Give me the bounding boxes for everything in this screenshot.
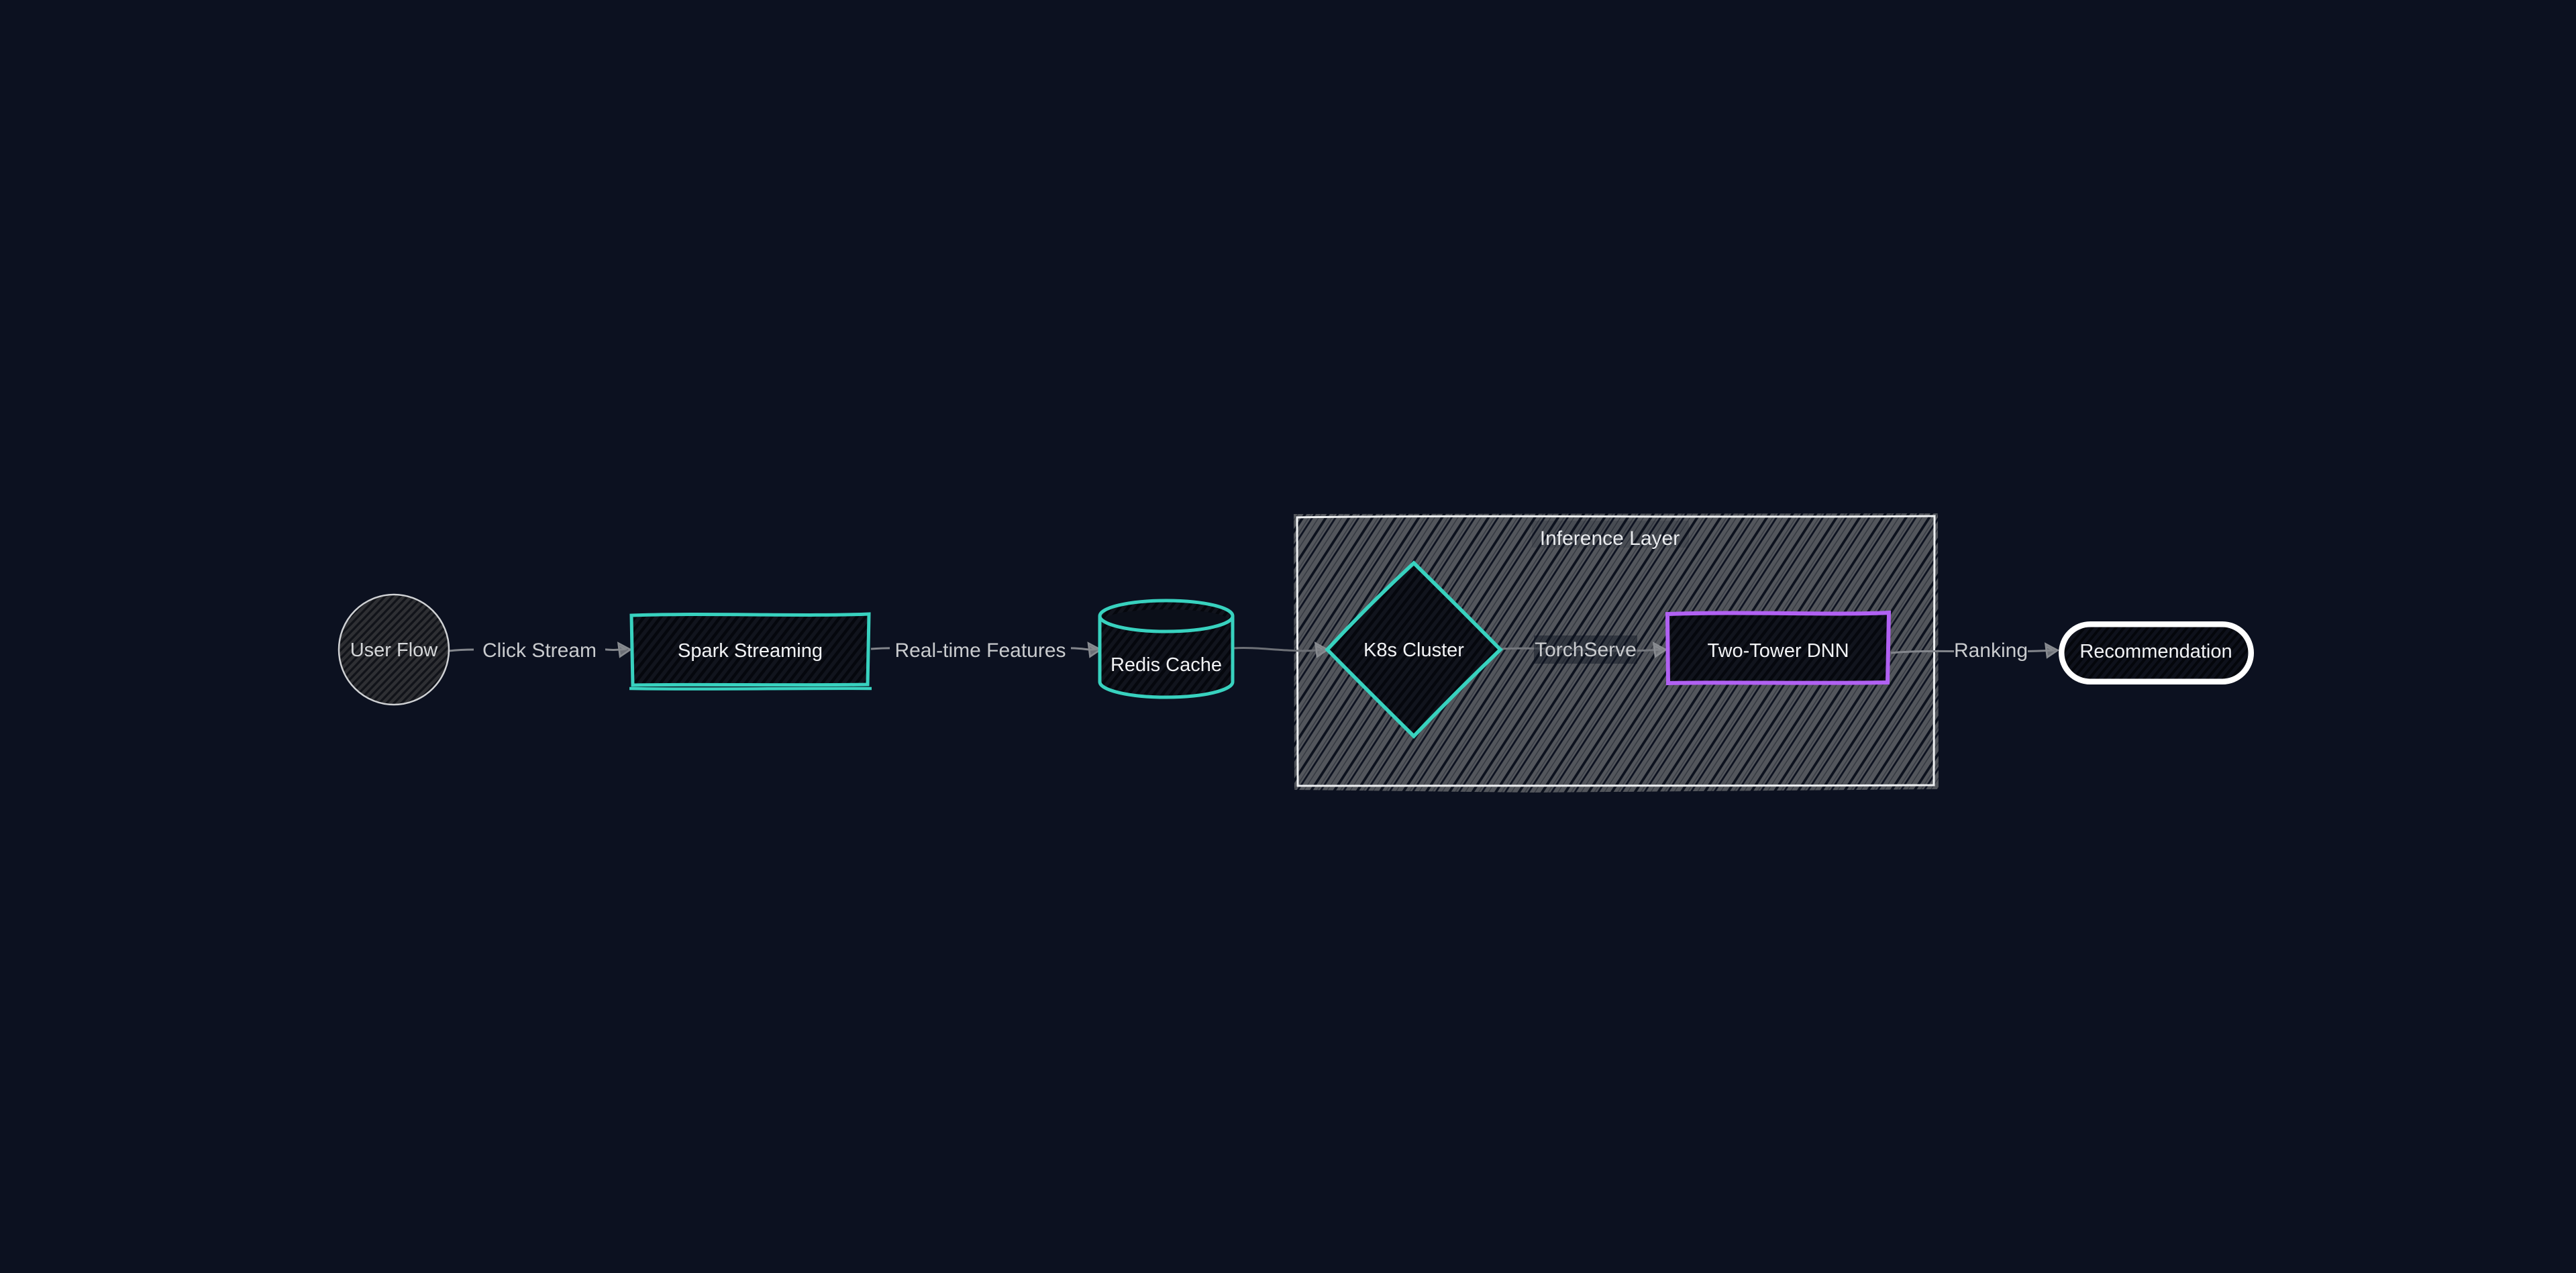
svg-text:User Flow: User Flow — [350, 640, 439, 661]
svg-text:Redis Cache: Redis Cache — [1111, 654, 1222, 676]
svg-text:Two-Tower DNN: Two-Tower DNN — [1707, 640, 1849, 662]
svg-text:Spark Streaming: Spark Streaming — [678, 640, 823, 662]
svg-text:Inference Layer: Inference Layer — [1540, 527, 1680, 550]
svg-text:Recommendation: Recommendation — [2079, 641, 2232, 662]
svg-text:Real-time Features: Real-time Features — [894, 640, 1066, 662]
svg-text:Click Stream: Click Stream — [482, 640, 597, 662]
svg-text:TorchServe: TorchServe — [1535, 639, 1637, 661]
svg-text:Ranking: Ranking — [1954, 640, 2028, 662]
svg-text:K8s Cluster: K8s Cluster — [1363, 640, 1464, 661]
